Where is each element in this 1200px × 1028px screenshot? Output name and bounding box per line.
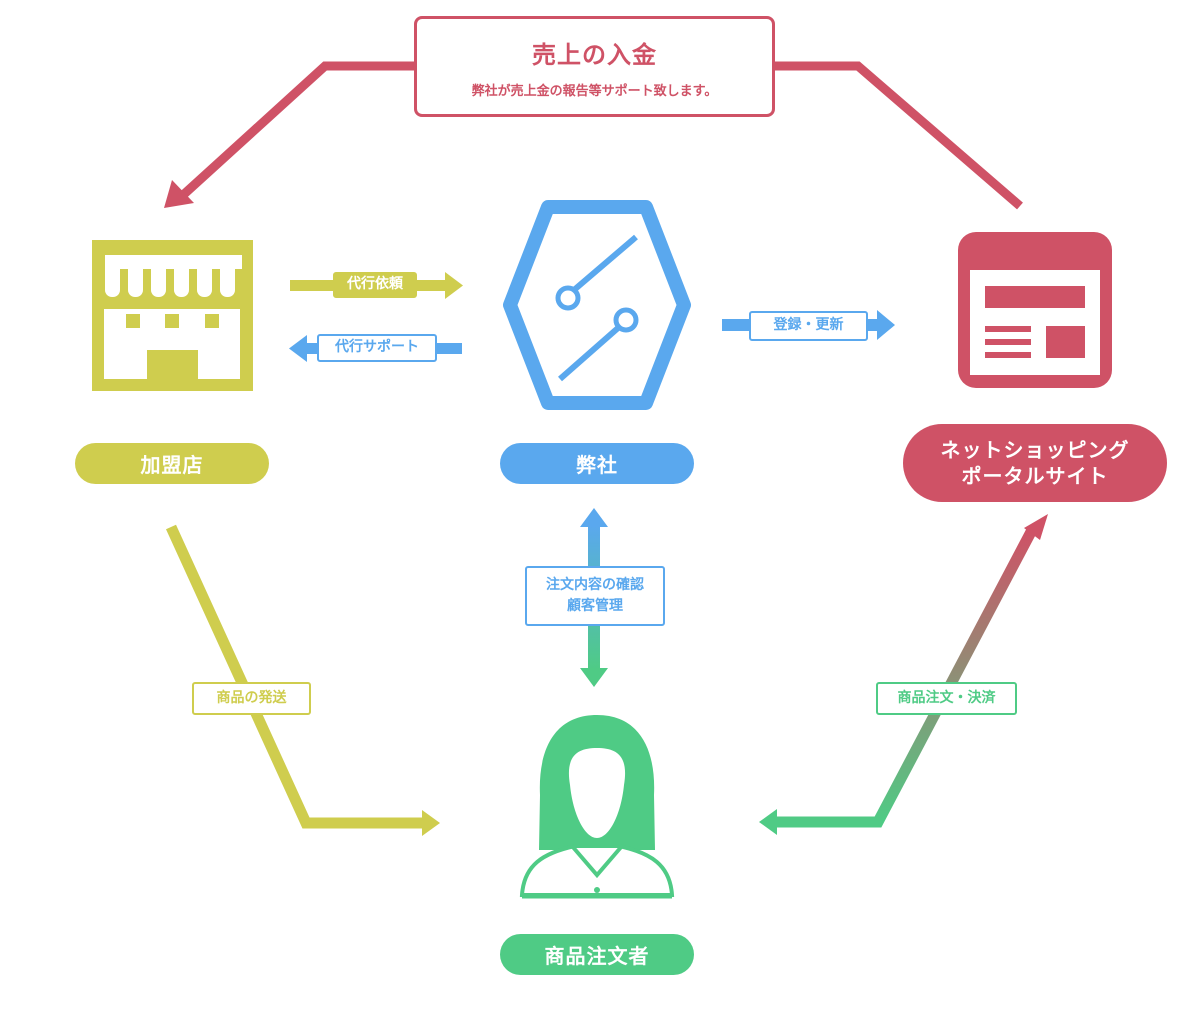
agency-support-tag: 代行サポート — [317, 334, 437, 362]
order-check-line1: 注文内容の確認 — [546, 577, 644, 593]
order-check-tag: 注文内容の確認 顧客管理 — [525, 566, 665, 626]
payment-arrow-left — [178, 61, 415, 200]
portal-label-pill: ネットショッピング ポータルサイト — [903, 424, 1167, 502]
storefront-icon — [92, 240, 253, 391]
payment-box: 売上の入金 弊社が売上金の報告等サポート致します。 — [414, 16, 775, 117]
webpage-icon — [958, 232, 1112, 388]
agency-support-arrowhead — [289, 335, 307, 362]
order-payment-arrowhead-left — [759, 809, 777, 835]
order-payment-arrowhead-up — [1024, 514, 1048, 540]
payment-line-right — [774, 61, 1023, 210]
circuit-hexagon-icon — [503, 200, 691, 410]
register-arrowhead — [877, 310, 895, 340]
payment-subtitle: 弊社が売上金の報告等サポート致します。 — [471, 83, 718, 99]
payment-arrowhead — [164, 180, 194, 208]
order-payment-tag: 商品注文・決済 — [876, 682, 1017, 715]
payment-title: 売上の入金 — [532, 40, 657, 69]
order-check-arrowhead-up — [580, 508, 608, 527]
portal-label-line1: ネットショッピング — [940, 438, 1130, 462]
shipping-arrowhead — [422, 810, 440, 836]
agency-request-arrowhead — [445, 272, 463, 299]
store-label-pill: 加盟店 — [75, 443, 269, 484]
portal-label-line2: ポータルサイト — [961, 464, 1109, 488]
order-payment-arrow-line — [775, 527, 1037, 828]
register-update-tag: 登録・更新 — [749, 311, 868, 341]
woman-avatar-icon — [519, 715, 675, 899]
agency-request-tag: 代行依頼 — [333, 272, 417, 298]
order-check-line2: 顧客管理 — [567, 598, 623, 614]
order-check-arrowhead-down — [580, 668, 608, 687]
company-label-pill: 弊社 — [500, 443, 694, 484]
shipping-arrow-line — [165, 524, 424, 829]
shipping-tag: 商品の発送 — [192, 682, 311, 715]
customer-label-pill: 商品注文者 — [500, 934, 694, 975]
